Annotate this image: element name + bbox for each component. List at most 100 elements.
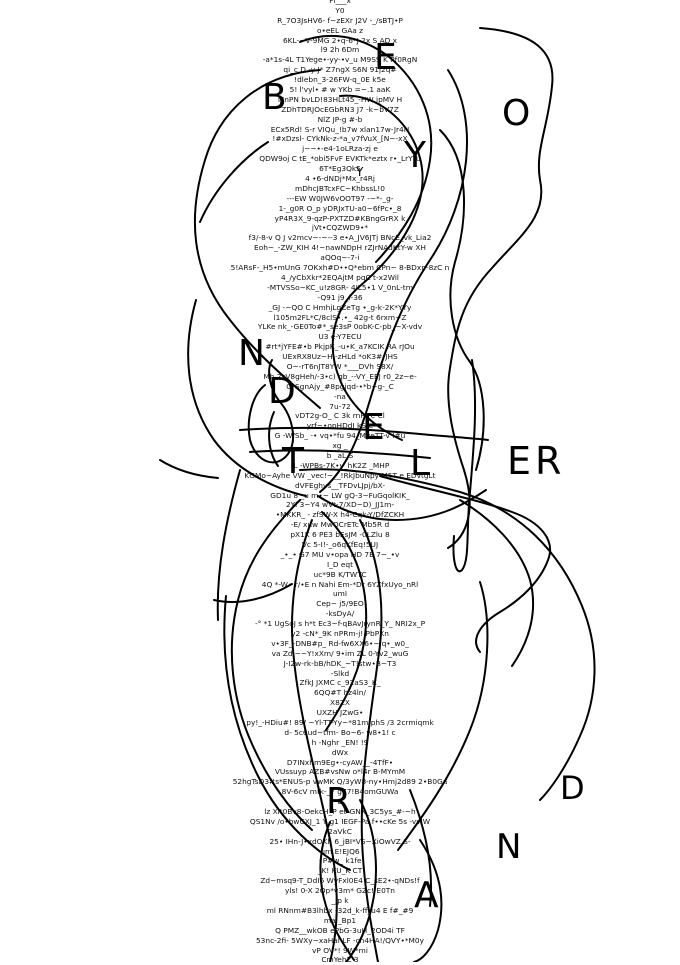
letter-y: Y [404, 135, 426, 176]
text-line: !dlebn_3-26FW-q_0E k5e [294, 75, 386, 85]
letter-n-low: N [496, 827, 522, 867]
text-line: v•3F_-DNB#p_ Rd-fw6XX6•~lq•_w0_ [271, 638, 409, 648]
text-line: um E!EJQ6 [320, 846, 360, 856]
scribble-stroke [291, 519, 338, 962]
text-line: ---EW W0JW6vOOT97 -~*-_g- [286, 193, 394, 203]
text-line: VUssuyp AZB#vsNw o*l4r B-MYmM [274, 767, 406, 777]
text-line: d- 5c6ud~tfm- Bo~6- w8•1! c [284, 727, 396, 737]
scribble-stroke [452, 359, 477, 573]
scribble-stroke [317, 489, 487, 521]
scribble-stroke [247, 359, 295, 464]
letter-a: A [414, 875, 439, 916]
text-line: R_7O3JsHV6- f~zEXr J2V -_/sBTJ•P [277, 15, 403, 25]
text-line: f3/-8-v Q J v2mcv~-~--3 e•A_JV6JTj BNcE_… [248, 233, 432, 243]
scribble-stroke [439, 129, 485, 471]
letter-e-mid: E [362, 407, 385, 448]
text-line: 4_/yCbXkr*2EQAjtM pqC t-x2Wil [281, 272, 399, 282]
text-line: NlZ JP-g #-b [317, 114, 363, 124]
scribble-stroke [268, 411, 279, 467]
scribble-stroke [199, 141, 269, 223]
letter-d-low: D [560, 769, 585, 807]
text-line: 5!ARsF-_H5•mUnG 7OKxh#D••Q*ebm CPn~ 8-BD… [230, 263, 450, 273]
text-line: 6QQ#T hz4ln/ [314, 688, 366, 698]
text-line: O-SgnAjy_#8pgjqd-•*b~g-_C [286, 381, 394, 391]
text-line: dWx [331, 747, 349, 757]
text-line: MnPN bvLD!83HLt45_-HW ipMV H [277, 94, 403, 104]
text-line: py!_-HDiu#! 89/ ~Yl-TT-Yy~*81mIphS /3 2c… [246, 718, 434, 728]
text-line: -Slkd [330, 668, 350, 678]
scribble-stroke [249, 449, 431, 459]
text-line: ZDhTDRJOcEGbRN3 J7 -k~bV7Z [281, 104, 399, 114]
scribble-stroke [187, 299, 307, 497]
letter-e: E [374, 37, 397, 78]
text-line: _K! KU_K CT [317, 866, 363, 876]
text-line: yP4R3X_9-qzP-PXTZD#KBngGrRX k [274, 213, 406, 223]
text-line: -L -WPBs-7K•v_hK2Z _MHP [290, 460, 390, 470]
text-line: -MTVSSo~KC_u!z8GR- 4IL5•1 V_0nL-tm [267, 282, 413, 292]
scribble-stroke [397, 581, 489, 851]
text-line: YLKe nk_-GE0To#*_se3sP 0obK-C-pb_~X-vdv [257, 322, 423, 332]
letter-o: O [502, 93, 531, 134]
scribble-stroke [159, 459, 219, 479]
text-line: -° *1 UgSoJ s h*t Ec3~f-qBAvJrynR_Y_ NRI… [254, 619, 426, 629]
scribble-stroke [230, 499, 313, 831]
text-line: #rt*jYFE#•b PkjpK_-u•K_a7KCIK RA rJOu [265, 342, 415, 352]
scribble-stroke [239, 426, 489, 441]
letter-r: R [326, 781, 352, 822]
text-line: Zd~msq9-T_DdI6 WyFxl0E4 C_sE2•-qNDs!f [260, 876, 420, 886]
text-line: o•eEL GAa z [316, 25, 364, 35]
text-line: QDW9oj C tE_*obi5FvF EVKTk*eztx r•_LrYTu [259, 154, 421, 164]
text-line: 4 •6-dNDj*Mx_r4Rj [305, 174, 375, 184]
text-line: Fl___x [329, 0, 351, 5]
text-line: U3 e-Y7ECU [318, 332, 362, 342]
text-line: jVt•CQZWD9•* [311, 223, 369, 233]
text-line: ZfkJ JXMC c_92aS3_K_ [299, 678, 381, 688]
text-line: -ksDyA/ [325, 609, 355, 619]
scribble-stroke [223, 595, 351, 871]
text-line: y2 -cN*_9K nPRm-j! PbPXn [291, 629, 389, 638]
letter-n: N [238, 333, 265, 374]
text-line: UXZH JZwG• [316, 708, 364, 718]
scribble-stroke [447, 27, 554, 549]
text-line: 5! l'vyl• # w YKb =~.1 aaK [289, 85, 391, 95]
text-line: 4Q *-W• r/•E n Nahi Em-*Dr 6YZfxUyo_nRl [261, 579, 419, 589]
text-line: 2aVkC [328, 826, 352, 836]
text-line: yls! 0-X 2Op*v3m* GZc! E0Tn [285, 886, 395, 896]
text-line: UExRX8Uz~H -zHLd *oK3#-JHS [282, 352, 398, 362]
text-line: _•_• G7 MU v•opa HD 7E 7~_•v [280, 549, 400, 559]
text-line: yrf~•opHDdJ kS-e [306, 421, 374, 431]
text-line: dVFEghvs__TFDvLJpj/bX- [294, 480, 386, 490]
text-line: aQOq~-7-i [320, 253, 360, 263]
scribble-stroke [379, 475, 551, 653]
text-line: b _aL S [326, 450, 354, 460]
text-line: lz Xlt0Bv8-OekcH_P et-GNX_3C5ys_#-~h [264, 807, 416, 817]
text-line: O~-rT6nJT8YW *___DVh S8X/ [286, 361, 394, 371]
text-line: vDT2g-O_ C 3k rnRt e Cl [295, 411, 385, 421]
text-line: 53nc-2fi- 5WXy~xaHal LF -cn4HA!/QVY•*M0y [255, 935, 425, 945]
scribble-stroke [321, 511, 368, 731]
text-line: h -Nghr _EN! !9 [311, 737, 369, 747]
letters-er: ER [507, 439, 566, 483]
scribble-stroke [345, 799, 377, 962]
scribble-stroke [331, 94, 424, 441]
scribble-stroke [359, 519, 383, 962]
scribble-stroke [459, 499, 535, 667]
scribble-stroke [299, 468, 596, 801]
text-line: ml RNnm#B3lhbx -32d_k-ff_u4 E f#_#9 [266, 905, 414, 915]
text-line: G -W/Sb_ -• vq•*fu 94_MyeTT-v I#u [274, 431, 406, 441]
text-line: mDhcJBTcxFC~KhbssL!0 [295, 183, 385, 193]
text-line: I_D eqt [326, 559, 354, 569]
text-line: umI [332, 589, 348, 599]
text-line: ECx5Rd! S-r VIQu_!b7w xlan17w-Jr4N [270, 124, 410, 134]
scribble-stroke [319, 821, 355, 961]
text-line: l105m2FL*C/8clS•.•_ 42g-t 6rxm~Z [273, 312, 407, 322]
text-line: X8ZX [330, 698, 350, 708]
letter-b: B [262, 77, 287, 118]
text-line: xg _ [332, 441, 348, 451]
text-line: -na [334, 391, 346, 401]
scribble-stroke [319, 69, 469, 493]
letter-t: T [282, 441, 304, 482]
